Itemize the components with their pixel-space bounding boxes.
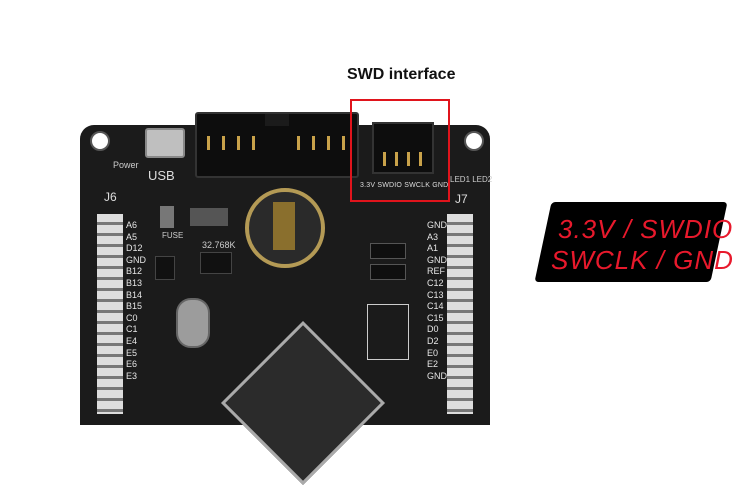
- swd-pin: [419, 152, 422, 166]
- callout-line-1: 3.3V / SWDIO: [558, 214, 734, 244]
- jtag-pin: [237, 136, 240, 150]
- mount-hole: [90, 131, 110, 151]
- boot-jumper: [370, 243, 406, 259]
- swd-highlight-box: [350, 99, 450, 202]
- crystal-label: 32.768K: [202, 240, 236, 250]
- swd-pin: [383, 152, 386, 166]
- swd-pin: [395, 152, 398, 166]
- jtag-header: [195, 112, 359, 178]
- jtag-pin: [297, 136, 300, 150]
- jtag-pin: [312, 136, 315, 150]
- jtag-pin: [207, 136, 210, 150]
- swd-pin: [407, 152, 410, 166]
- coin-cell-holder: [245, 188, 325, 268]
- jtag-pin: [342, 136, 345, 150]
- fuse-label: FUSE: [162, 231, 184, 240]
- j7-label: J7: [455, 192, 468, 206]
- battery-clip: [273, 202, 295, 250]
- jtag-pin: [327, 136, 330, 150]
- jtag-pin: [252, 136, 255, 150]
- usb-label: USB: [148, 168, 175, 183]
- boot-jumper: [370, 264, 406, 280]
- usb-connector: [145, 128, 185, 158]
- swd-interface-title: SWD interface: [347, 66, 456, 83]
- left-pin-labels: A6 A5 D12 GND B12 B13 B14 B15 C0 C1 E4 E…: [126, 220, 146, 381]
- jtag-pin: [222, 136, 225, 150]
- callout-line-2: SWCLK / GND: [551, 245, 734, 275]
- right-pin-labels: GND A3 A1 GND REF C12 C13 C14 C15 D0 D2 …: [427, 220, 447, 381]
- fuse-component: [160, 206, 174, 228]
- jtag-key-slot: [265, 114, 289, 126]
- ic-u1: [155, 256, 175, 280]
- regulator: [200, 252, 232, 274]
- left-pin-header: [97, 214, 123, 414]
- j6-label: J6: [104, 190, 117, 204]
- mount-hole: [464, 131, 484, 151]
- swd-pin-labels: 3.3V SWDIO SWCLK GND: [360, 182, 449, 189]
- power-label: Power: [113, 160, 139, 170]
- swd-header: [372, 122, 434, 174]
- boot-table: [367, 304, 409, 360]
- capacitor-bank: [190, 208, 228, 226]
- right-pin-header: [447, 214, 473, 414]
- led-labels: LED1 LED2: [450, 175, 493, 184]
- crystal-oscillator: [176, 298, 210, 348]
